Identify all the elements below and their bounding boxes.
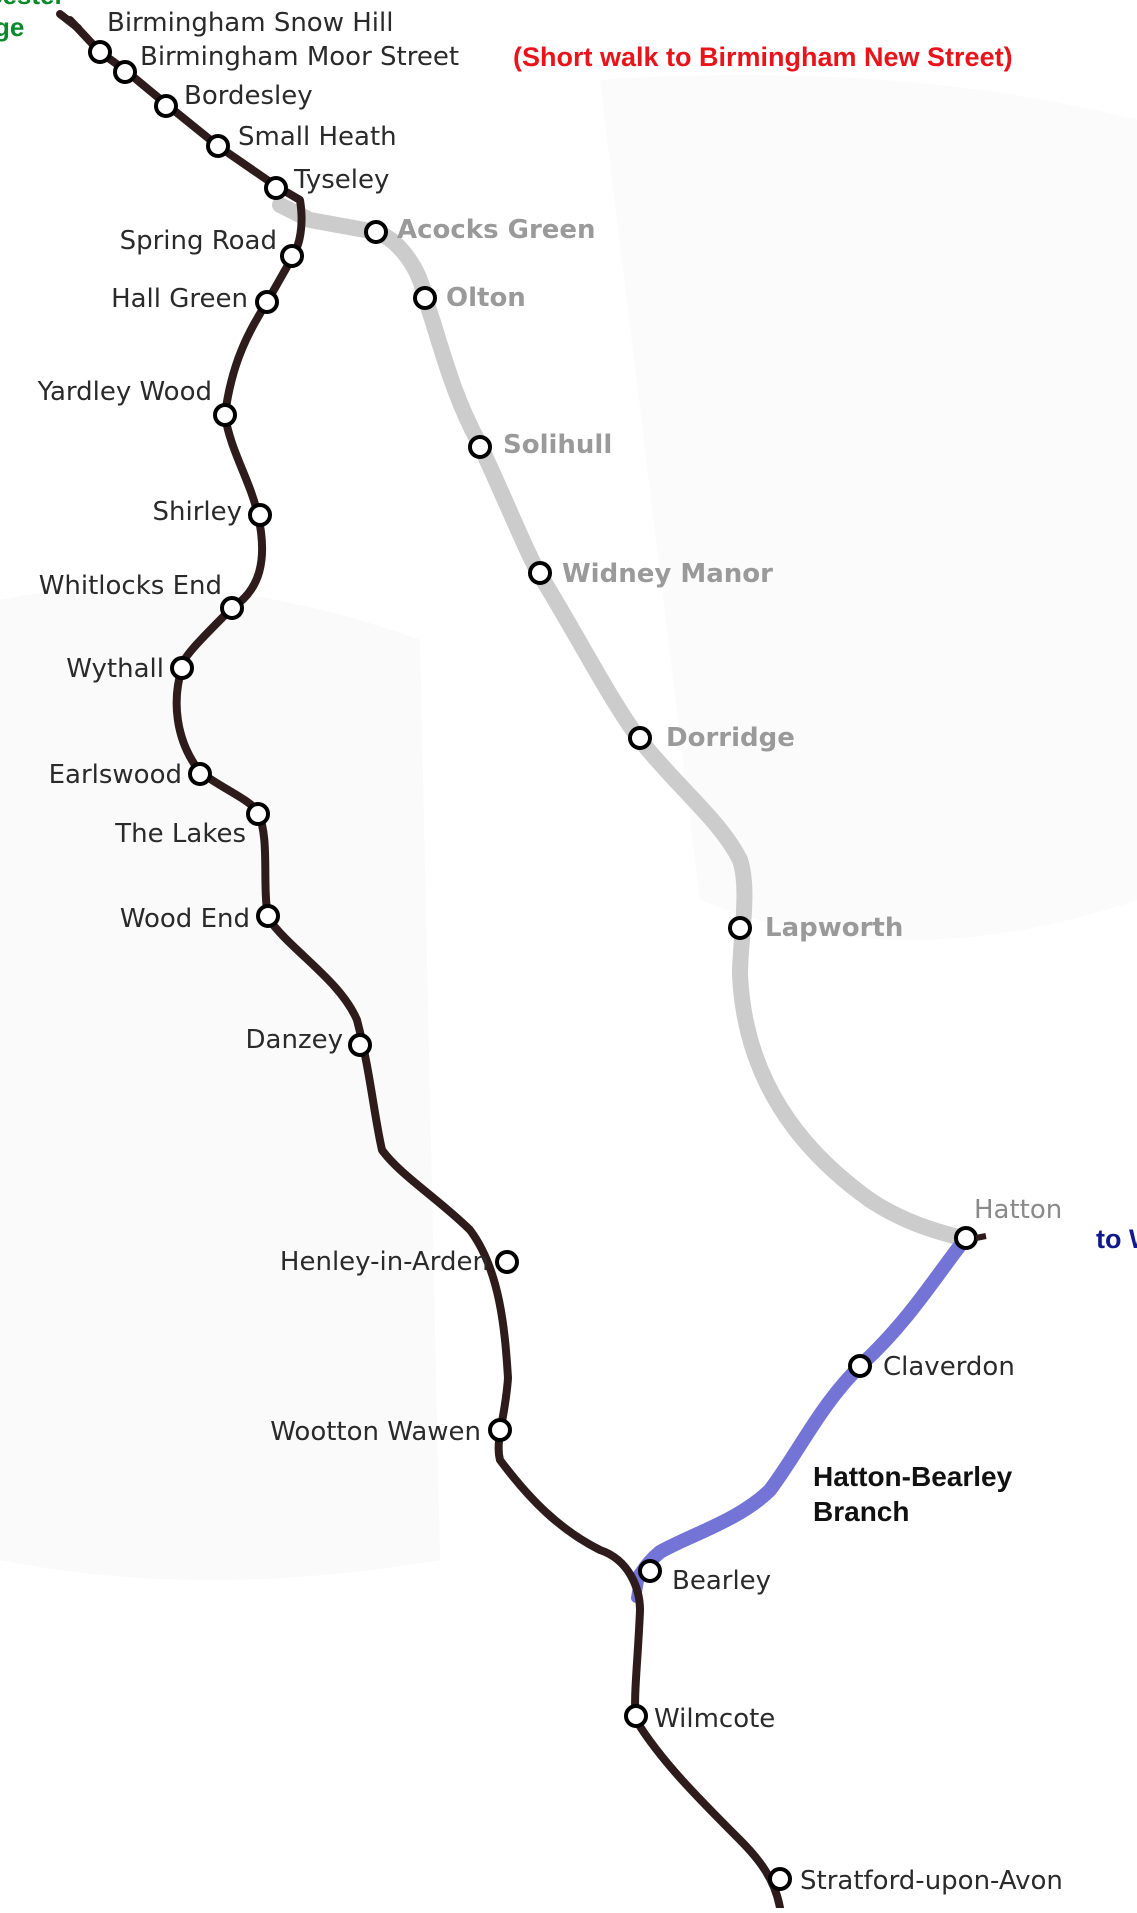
station-marker-wilmcote[interactable] (624, 1704, 648, 1728)
station-marker-shirley[interactable] (248, 503, 272, 527)
solihull-line-labels: Acocks Green Olton Solihull Widney Manor… (397, 215, 1062, 1382)
station-marker-lapworth[interactable] (728, 916, 752, 940)
top-left-note-1: cester (0, 0, 65, 10)
hatton-bearley-branch (633, 1231, 973, 1582)
station-marker-whitlocks-end[interactable] (220, 596, 244, 620)
station-label-claverdon: Claverdon (883, 1352, 1015, 1382)
station-label-yardley-wood: Yardley Wood (37, 377, 212, 407)
station-label-bearley: Bearley (672, 1566, 771, 1596)
station-marker-widney-manor[interactable] (528, 561, 552, 585)
station-marker-acocks-green[interactable] (364, 220, 388, 244)
station-marker-dorridge[interactable] (628, 726, 652, 750)
station-marker-solihull[interactable] (468, 435, 492, 459)
station-marker-henley[interactable] (495, 1250, 519, 1274)
station-label-wilmcote: Wilmcote (654, 1704, 775, 1734)
hatton-onward-stub (975, 1233, 987, 1241)
station-label-hall-green: Hall Green (111, 284, 248, 314)
branch-label-line1: Hatton-Bearley (813, 1461, 1013, 1492)
station-marker-yardley-wood[interactable] (213, 403, 237, 427)
station-marker-earlswood[interactable] (188, 762, 212, 786)
station-marker-bearley[interactable] (638, 1559, 662, 1583)
right-edge-note: to W (1096, 1224, 1137, 1254)
station-label-wood-end: Wood End (120, 904, 250, 934)
station-marker-stratford[interactable] (768, 1867, 792, 1891)
main-line-stations (88, 40, 792, 1891)
branch-label-line2: Branch (813, 1496, 909, 1527)
main-line-north-stub (56, 10, 82, 32)
station-label-bordesley: Bordesley (184, 81, 313, 111)
station-label-spring-road: Spring Road (120, 226, 277, 256)
top-left-note-2: ge (0, 12, 24, 42)
station-label-stratford: Stratford-upon-Avon (800, 1866, 1063, 1896)
station-marker-wood-end[interactable] (256, 904, 280, 928)
station-label-whitlocks-end: Whitlocks End (39, 571, 222, 601)
main-line (66, 16, 784, 1912)
station-marker-hall-green[interactable] (255, 290, 279, 314)
station-marker-moor-street[interactable] (113, 60, 137, 84)
new-street-note: (Short walk to Birmingham New Street) (513, 42, 1013, 72)
station-label-wootton-wawen: Wootton Wawen (270, 1417, 481, 1447)
station-label-earlswood: Earlswood (49, 760, 182, 790)
station-label-olton: Olton (446, 283, 526, 313)
station-label-widney-manor: Widney Manor (562, 559, 773, 589)
station-label-the-lakes: The Lakes (114, 819, 246, 849)
station-label-lapworth: Lapworth (765, 913, 903, 943)
station-label-danzey: Danzey (246, 1025, 343, 1055)
station-label-moor-street: Birmingham Moor Street (140, 42, 459, 72)
station-marker-spring-road[interactable] (280, 244, 304, 268)
station-label-henley: Henley-in-Arden (280, 1247, 489, 1277)
station-marker-olton[interactable] (413, 286, 437, 310)
station-marker-snow-hill[interactable] (88, 40, 112, 64)
station-label-hatton: Hatton (974, 1195, 1062, 1225)
station-marker-bordesley[interactable] (154, 94, 178, 118)
station-label-shirley: Shirley (152, 497, 242, 527)
station-label-small-heath: Small Heath (238, 122, 397, 152)
station-label-solihull: Solihull (503, 430, 612, 460)
station-marker-wythall[interactable] (170, 656, 194, 680)
station-label-acocks-green: Acocks Green (397, 215, 596, 245)
solihull-line-stations (364, 220, 987, 1378)
station-marker-claverdon[interactable] (848, 1354, 872, 1378)
station-label-wythall: Wythall (66, 654, 164, 684)
station-marker-small-heath[interactable] (206, 134, 230, 158)
station-label-dorridge: Dorridge (666, 723, 795, 753)
station-marker-danzey[interactable] (348, 1033, 372, 1057)
main-line-labels: Birmingham Snow Hill Birmingham Moor Str… (37, 8, 1063, 1896)
station-label-snow-hill: Birmingham Snow Hill (107, 8, 393, 38)
station-label-tyseley: Tyseley (293, 165, 389, 195)
station-marker-tyseley[interactable] (264, 176, 288, 200)
station-marker-wootton-wawen[interactable] (488, 1418, 512, 1442)
station-marker-the-lakes[interactable] (246, 802, 270, 826)
station-marker-hatton[interactable] (954, 1226, 978, 1250)
